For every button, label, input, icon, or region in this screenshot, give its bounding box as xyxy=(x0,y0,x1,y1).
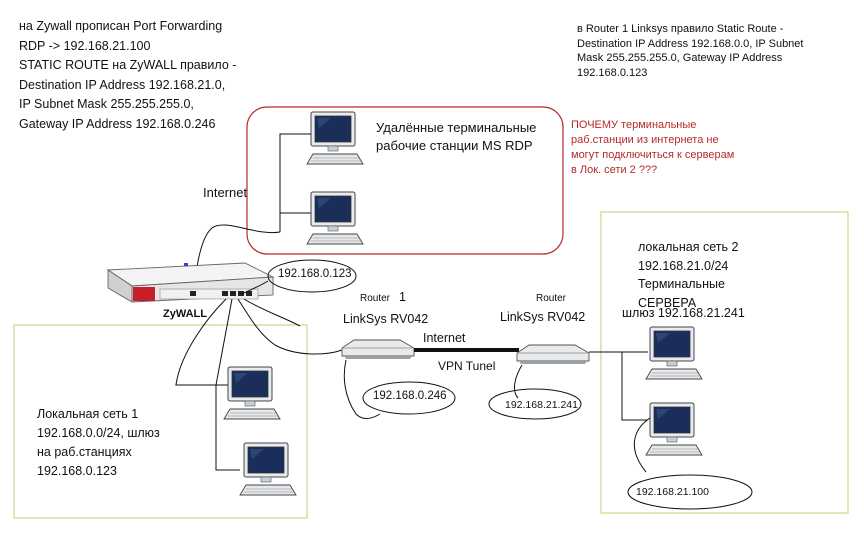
lan1-box xyxy=(13,324,308,519)
note-line: Gateway IP Address 192.168.0.246 xyxy=(19,116,216,131)
note-line: могут подключиться к серверам xyxy=(571,149,735,161)
lan1-line: Локальная сеть 1 xyxy=(37,407,139,421)
remote-line: рабочие станции MS RDP xyxy=(376,138,533,153)
note-line: в Лок. сети 2 ??? xyxy=(571,164,658,176)
note-line: IP Subnet Mask 255.255.255.0, xyxy=(19,97,194,111)
remote-line: Удалённые терминальные xyxy=(376,120,537,135)
router1-model-label: LinkSys RV042 xyxy=(343,312,429,326)
note-line: STATIC ROUTE на ZyWALL правило - xyxy=(19,58,237,72)
lan2-line: Терминальные xyxy=(638,277,725,291)
router1-word-label: Router xyxy=(360,293,391,304)
note-line: RDP -> 192.168.21.100 xyxy=(19,38,151,53)
note-line: 192.168.0.123 xyxy=(577,66,648,79)
router1-ip-label: 192.168.0.246 xyxy=(373,390,447,402)
note-line: Destination IP Address 192.168.0.0, IP S… xyxy=(577,37,804,50)
remote-pc-2 xyxy=(306,191,364,245)
router1-config-note: в Router 1 Linksys правило Static Route … xyxy=(577,22,803,80)
lan2-label: локальная сеть 2 192.168.21.0/24 Термина… xyxy=(638,238,738,312)
lan2-box xyxy=(600,211,849,514)
note-line: раб.станции из интернета не xyxy=(571,134,719,146)
note-line: Mask 255.255.255.0, Gateway IP Address xyxy=(577,52,783,64)
lan2-line: СЕРВЕРА xyxy=(638,295,697,310)
server-pc-2 xyxy=(645,402,703,456)
router1-number-label: 1 xyxy=(399,290,406,304)
server-pc-1 xyxy=(645,326,703,380)
zywall-config-note: на Zywall прописан Port Forwarding RDP -… xyxy=(19,17,236,134)
note-line: на Zywall прописан Port Forwarding xyxy=(19,19,223,33)
zywall-ip-label: 192.168.0.123 xyxy=(278,268,352,280)
lan2-line: 192.168.21.0/24 xyxy=(638,258,729,273)
router2-ip-label: 192.168.21.241 xyxy=(505,399,578,411)
internet-mid-label: Internet xyxy=(423,331,466,345)
question-note: ПОЧЕМУ терминальные раб.станции из интер… xyxy=(571,118,734,178)
lan1-line: 192.168.0.0/24, шлюз xyxy=(37,426,160,440)
zywall-device xyxy=(106,262,275,303)
lan1-line: на раб.станциях xyxy=(37,445,132,459)
note-line: в Router 1 Linksys правило Static Route … xyxy=(577,23,784,35)
lan2-line: локальная сеть 2 xyxy=(638,240,739,254)
lan1-pc-1 xyxy=(223,366,281,420)
vpn-tunnel-label: VPN Tunel xyxy=(438,359,496,373)
remote-box xyxy=(246,106,564,255)
note-line: ПОЧЕМУ терминальные xyxy=(571,119,697,131)
router2-model-label: LinkSys RV042 xyxy=(500,310,586,324)
lan2-gateway-label: шлюз 192.168.21.241 xyxy=(622,306,745,320)
zywall-label: ZyWALL xyxy=(163,308,207,320)
router2-word-label: Router xyxy=(536,293,567,304)
router2-device xyxy=(516,344,590,365)
remote-workstations-label: Удалённые терминальные рабочие станции M… xyxy=(376,119,536,155)
remote-pc-1 xyxy=(306,111,364,165)
internet-top-label: Internet xyxy=(203,185,248,200)
server-ip-label: 192.168.21.100 xyxy=(636,486,709,498)
lan1-pc-2 xyxy=(239,442,297,496)
note-line: Destination IP Address 192.168.21.0, xyxy=(19,77,226,92)
lan1-line: 192.168.0.123 xyxy=(37,464,117,478)
lan1-label: Локальная сеть 1 192.168.0.0/24, шлюз на… xyxy=(37,405,160,481)
router1-device xyxy=(341,339,415,360)
